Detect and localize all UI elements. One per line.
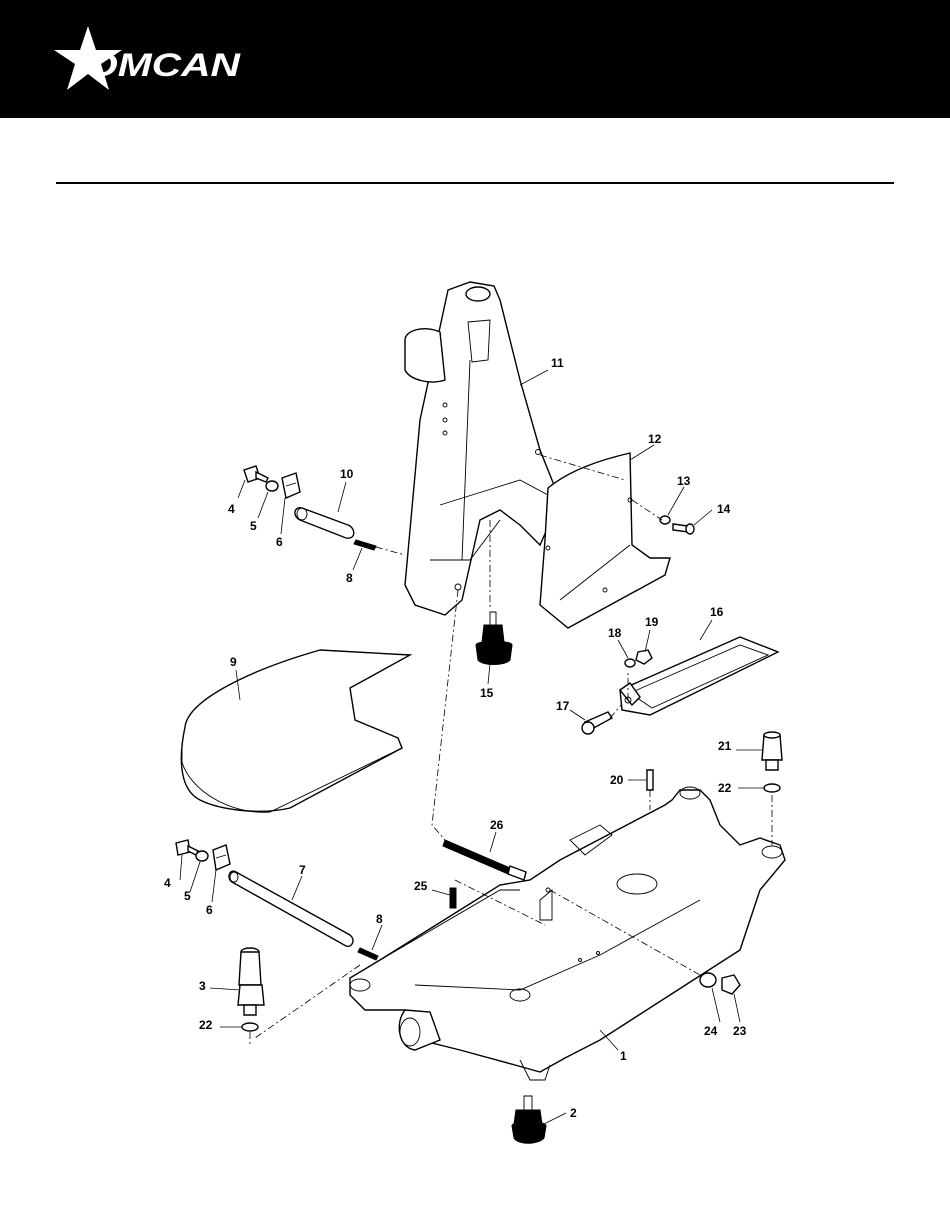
callout-6-upper: 6 bbox=[276, 535, 283, 549]
part-4-bolt-upper bbox=[244, 466, 268, 482]
callout-26: 26 bbox=[490, 818, 504, 832]
callout-11: 11 bbox=[551, 356, 564, 370]
part-11-column bbox=[405, 282, 560, 615]
brand-name: OMCAN bbox=[86, 47, 241, 83]
callout-19: 19 bbox=[645, 615, 659, 629]
callout-25: 25 bbox=[414, 879, 428, 893]
callout-7: 7 bbox=[299, 863, 306, 877]
callout-13: 13 bbox=[677, 474, 691, 488]
callout-20: 20 bbox=[610, 773, 624, 787]
callout-22-lower: 22 bbox=[199, 1018, 213, 1032]
callout-17: 17 bbox=[556, 699, 570, 713]
header-rule bbox=[56, 182, 894, 184]
part-9-plate bbox=[181, 650, 410, 812]
callout-14: 14 bbox=[717, 502, 731, 516]
callout-4-upper: 4 bbox=[228, 502, 235, 516]
part-16-tray bbox=[620, 637, 778, 715]
omcan-logo: OMCAN bbox=[52, 24, 252, 96]
callout-5-upper: 5 bbox=[250, 519, 257, 533]
callout-2: 2 bbox=[570, 1106, 577, 1120]
exploded-parts-diagram: 11 12 13 14 4 5 6 10 8 9 15 16 18 19 17 … bbox=[0, 250, 950, 1229]
callout-16: 16 bbox=[710, 605, 724, 619]
callout-4-lower: 4 bbox=[164, 876, 171, 890]
callout-12: 12 bbox=[648, 432, 662, 446]
callout-9: 9 bbox=[230, 655, 237, 669]
callout-23: 23 bbox=[733, 1024, 747, 1038]
callout-21: 21 bbox=[718, 739, 732, 753]
callout-3: 3 bbox=[199, 979, 206, 993]
callout-5-lower: 5 bbox=[184, 889, 191, 903]
callout-18: 18 bbox=[608, 626, 622, 640]
callout-8-lower: 8 bbox=[376, 912, 383, 926]
callout-15: 15 bbox=[480, 686, 494, 700]
callout-24: 24 bbox=[704, 1024, 718, 1038]
part-12-guard bbox=[540, 453, 670, 628]
header-bar: OMCAN bbox=[0, 0, 950, 118]
callout-8-upper: 8 bbox=[346, 571, 353, 585]
callout-1: 1 bbox=[620, 1049, 627, 1063]
callout-10: 10 bbox=[340, 467, 354, 481]
callout-6-lower: 6 bbox=[206, 903, 213, 917]
callout-22-upper: 22 bbox=[718, 781, 732, 795]
part-1-base bbox=[350, 787, 785, 1080]
